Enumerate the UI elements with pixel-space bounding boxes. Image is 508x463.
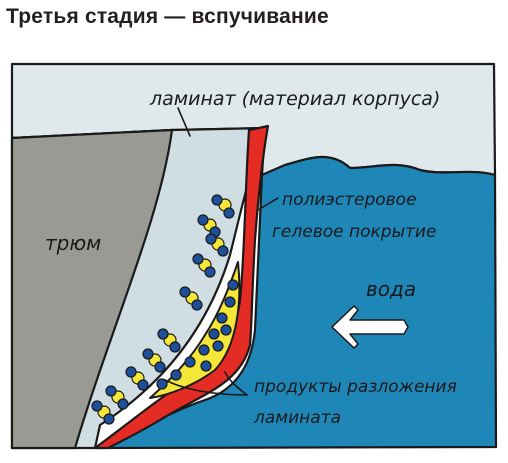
blister-pocket (149, 261, 241, 399)
left-arrow-icon (331, 305, 409, 349)
gelcoat-label-line1: полиэстеровое (282, 190, 417, 210)
gelcoat-leader (257, 197, 279, 211)
laminate-leader (177, 107, 191, 137)
hold-region (10, 128, 174, 450)
blister-molecules (156, 279, 239, 390)
water-label: вода (366, 277, 416, 301)
products-label-line2: ламината (253, 408, 341, 428)
hold-label: трюм (45, 231, 101, 255)
laminate-label: ламинат (материал корпуса) (149, 88, 440, 110)
page-title: Третья стадия — вспучивание (6, 5, 329, 28)
migrating-molecules (91, 194, 235, 425)
leader-lines (164, 107, 279, 396)
products-leader-2 (164, 379, 248, 396)
water-region (93, 155, 498, 450)
gelcoat-label-line2: гелевое покрытие (272, 222, 436, 242)
products-leader-1 (224, 371, 248, 396)
products-label-line1: продукты разложения (254, 377, 457, 397)
